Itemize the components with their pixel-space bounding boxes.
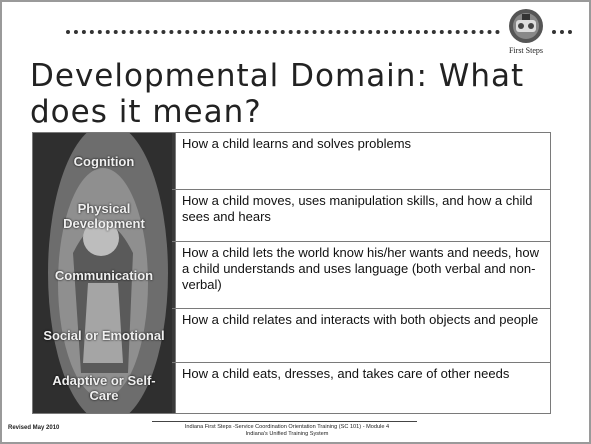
revised-date: Revised May 2010 (8, 425, 60, 431)
logo-caption: First Steps (508, 46, 543, 55)
domain-cell: Physical Development (32, 189, 176, 242)
footer-divider (152, 421, 417, 422)
description-cell: How a child eats, dresses, and takes car… (175, 361, 551, 415)
first-steps-logo: First Steps (502, 6, 550, 58)
dotted-divider-right (552, 30, 572, 34)
footer-line-1: Indiana First Steps -Service Coordinatio… (184, 424, 390, 430)
dotted-divider (66, 30, 500, 34)
table-row: Adaptive or Self-Care How a child eats, … (32, 361, 551, 415)
domain-label: Cognition (73, 153, 135, 169)
description-cell: How a child learns and solves problems (175, 131, 551, 191)
domain-cell: Social or Emotional (32, 308, 176, 363)
table-row: Physical Development How a child moves, … (32, 189, 551, 242)
table-row: Cognition How a child learns and solves … (32, 131, 551, 191)
footer-text: Indiana First Steps -Service Coordinatio… (142, 424, 432, 438)
domains-table: Cognition How a child learns and solves … (32, 131, 551, 415)
description-cell: How a child moves, uses manipulation ski… (175, 189, 551, 242)
domain-cell: Adaptive or Self-Care (32, 361, 176, 415)
domain-label: Communication (54, 267, 154, 283)
domain-label: Adaptive or Self-Care (52, 372, 156, 403)
description-cell: How a child relates and interacts with b… (175, 308, 551, 363)
domain-label: Physical Development (63, 200, 145, 231)
table-row: Communication How a child lets the world… (32, 240, 551, 310)
description-cell: How a child lets the world know his/her … (175, 240, 551, 310)
footer-line-2: Indiana's Unified Training System (245, 431, 329, 437)
domain-cell: Communication (32, 240, 176, 310)
page-title: Developmental Domain: What does it mean? (30, 58, 525, 130)
domain-label: Social or Emotional (43, 328, 165, 344)
table-row: Social or Emotional How a child relates … (32, 308, 551, 363)
first-steps-logo-icon (509, 9, 543, 43)
domain-cell: Cognition (32, 131, 176, 191)
